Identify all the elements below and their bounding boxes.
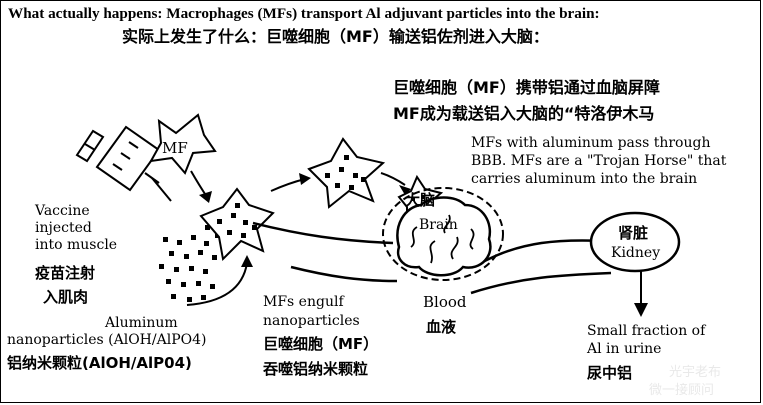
kidney-label: Kidney	[611, 245, 660, 262]
trojan-chinese-line-2: MF成为载送铝入大脑的“特洛伊木马	[393, 103, 654, 125]
brain-chinese: 大脑	[405, 190, 435, 210]
engulf-chinese-2: 吞噬铝纳米颗粒	[263, 359, 368, 379]
urine-label-1: Small fraction of	[587, 323, 705, 340]
trojan-chinese-line-1: 巨噬细胞（MF）携带铝通过血脑屏障	[393, 77, 660, 99]
vaccine-label-3: into muscle	[35, 237, 117, 254]
trojan-english-line-3: carries aluminum into the brain	[471, 171, 697, 188]
engulf-label-2: nanoparticles	[263, 313, 360, 330]
vaccine-label-2: injected	[35, 220, 92, 237]
trojan-english-line-1: MFs with aluminum pass through	[471, 135, 710, 152]
mf-label: MF	[162, 139, 188, 157]
vaccine-chinese-2: 入肌肉	[43, 287, 88, 307]
engulf-chinese-1: 巨噬细胞（MF）	[263, 334, 378, 354]
watermark-line-2: 微一接顾问	[649, 379, 714, 398]
kidney-chinese: 肾脏	[618, 223, 648, 243]
vaccine-label-1: Vaccine	[35, 203, 90, 220]
blood-chinese: 血液	[426, 317, 456, 337]
blood-label: Blood	[423, 293, 466, 311]
brain-label: Brain	[419, 217, 458, 234]
brain-icon	[383, 188, 503, 280]
aluminum-label-1: Aluminum	[105, 315, 178, 332]
watermark-line-1: 光宇老布	[669, 361, 721, 380]
engulf-label-1: MFs engulf	[263, 294, 344, 311]
syringe-icon	[77, 127, 171, 201]
aluminum-particles	[159, 225, 220, 302]
macrophage-loaded	[309, 139, 383, 207]
title-english: What actually happens: Macrophages (MFs)…	[8, 4, 600, 23]
urine-label-2: Al in urine	[587, 341, 661, 358]
title-chinese: 实际上发生了什么：巨噬细胞（MF）输送铝佐剂进入大脑：	[122, 26, 549, 48]
urine-chinese: 尿中铝	[587, 363, 632, 383]
trojan-english-line-2: BBB. MFs are a "Trojan Horse" that	[471, 153, 726, 170]
aluminum-label-2: nanoparticles (AlOH/AlPO4)	[7, 332, 206, 349]
vaccine-chinese-1: 疫苗注射	[35, 263, 95, 283]
aluminum-chinese: 铝纳米颗粒(AlOH/AlP04)	[7, 353, 192, 373]
